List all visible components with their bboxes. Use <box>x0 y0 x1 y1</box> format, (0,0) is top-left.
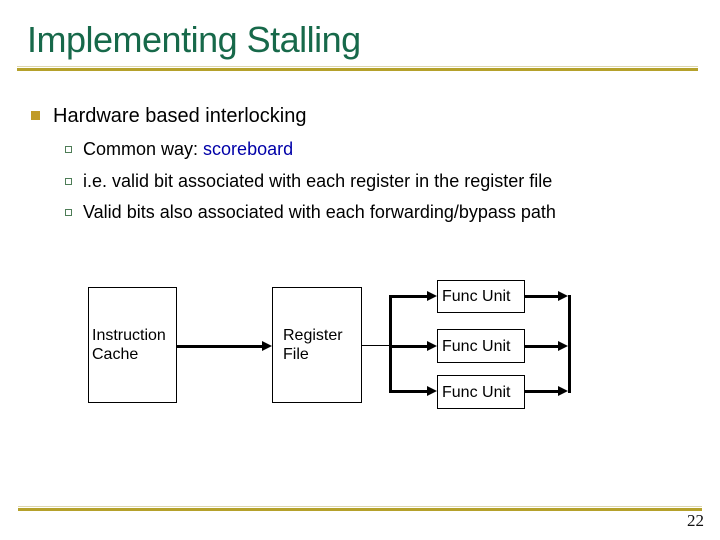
arrowhead-right-icon <box>558 341 568 351</box>
arrowhead-right-icon <box>427 341 437 351</box>
arrowhead-right-icon <box>558 386 568 396</box>
branch-line-1 <box>392 295 427 298</box>
arrowhead-right-icon <box>262 341 272 351</box>
func-unit-3-label: Func Unit <box>442 383 511 401</box>
register-file-box: Register File <box>272 287 362 403</box>
output-line-3 <box>525 390 559 393</box>
register-file-label: Register File <box>283 327 343 363</box>
sub-bullet-text-3: Valid bits also associated with each for… <box>83 202 556 222</box>
bullet-level1-text: Hardware based interlocking <box>53 105 307 127</box>
func-unit-2-label: Func Unit <box>442 337 511 355</box>
connector-rf-bus-line <box>362 345 390 346</box>
output-line-1 <box>525 295 559 298</box>
sub-bullet-square-icon <box>65 146 72 153</box>
footer-rule <box>18 508 702 511</box>
arrowhead-right-icon <box>427 386 437 396</box>
connector-ic-rf-line <box>177 345 262 348</box>
sub-bullet-text-1: Common way: scoreboard <box>83 138 293 160</box>
bullet-square-icon <box>31 111 40 120</box>
footer-rule-thin <box>18 506 702 507</box>
func-unit-box-1: Func Unit <box>437 280 525 313</box>
page-number: 22 <box>687 511 704 530</box>
sub-bullet-1-prefix: Common way: <box>83 139 204 159</box>
sub-bullet-text-2: i.e. valid bit associated with each regi… <box>83 171 553 191</box>
output-line-2 <box>525 345 559 348</box>
arrowhead-right-icon <box>558 291 568 301</box>
right-bus-line <box>568 295 571 393</box>
branch-line-2 <box>392 345 427 348</box>
func-unit-box-3: Func Unit <box>437 375 525 409</box>
instruction-cache-label: Instruction Cache <box>92 327 166 363</box>
func-unit-1-label: Func Unit <box>442 288 511 305</box>
arrowhead-right-icon <box>427 291 437 301</box>
title-underline <box>17 68 698 71</box>
instruction-cache-box: Instruction Cache <box>88 287 177 403</box>
title-underline-thin <box>17 66 698 67</box>
sub-bullet-square-icon <box>65 209 72 216</box>
branch-line-3 <box>392 390 427 393</box>
sub-bullet-square-icon <box>65 178 72 185</box>
left-bus-line <box>389 295 392 393</box>
func-unit-box-2: Func Unit <box>437 329 525 363</box>
slide-title: Implementing Stalling <box>27 19 361 60</box>
sub-bullet-1-term: scoreboard <box>203 139 294 159</box>
